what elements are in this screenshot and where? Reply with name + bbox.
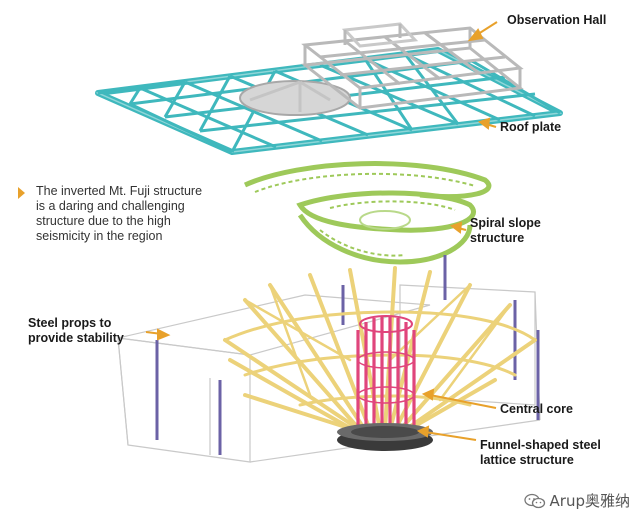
- note-line: seismicity in the region: [36, 229, 163, 243]
- steel-props: [155, 255, 540, 455]
- callout-arrows: [145, 21, 498, 441]
- label-steel-props-line2: provide stability: [28, 331, 124, 345]
- note-line: structure due to the high: [36, 214, 171, 228]
- side-note: The inverted Mt. Fuji structure is a dar…: [36, 184, 226, 244]
- label-spiral-slope-line2: structure: [470, 231, 525, 245]
- label-steel-props-line1: Steel props to: [28, 316, 112, 330]
- label-funnel-line2: lattice structure: [480, 453, 574, 467]
- wechat-icon: [523, 493, 545, 508]
- note-marker-icon: [18, 187, 25, 199]
- label-funnel-line1: Funnel-shaped steel: [480, 438, 601, 452]
- central-core: [356, 315, 416, 430]
- label-spiral-slope-line1: Spiral slope: [470, 216, 541, 230]
- watermark-text: Arup奥雅纳: [549, 492, 630, 510]
- watermark: Arup奥雅纳: [523, 490, 630, 511]
- foundation-base: [337, 423, 433, 451]
- note-line: is a daring and challenging: [36, 199, 185, 213]
- observation-hall: [249, 22, 524, 112]
- spiral-slope: [243, 161, 492, 265]
- label-observation-hall: Observation Hall: [507, 13, 607, 27]
- label-central-core: Central core: [500, 402, 573, 416]
- roof-plate: [95, 47, 563, 155]
- note-line: The inverted Mt. Fuji structure: [36, 184, 203, 198]
- label-roof-plate: Roof plate: [500, 120, 562, 134]
